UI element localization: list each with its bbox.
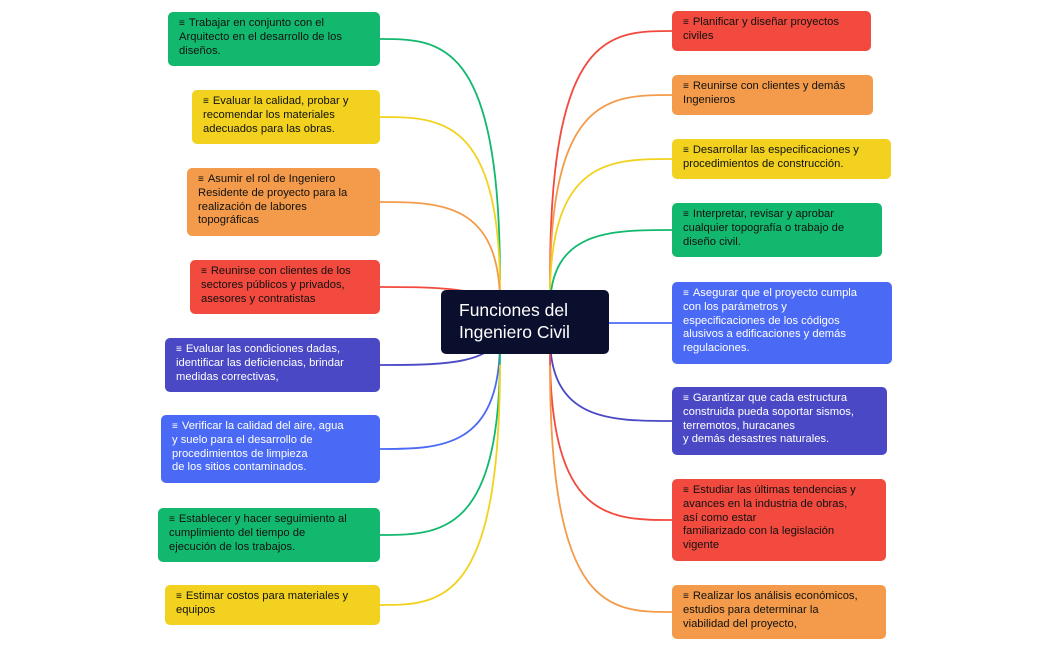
node-text: Interpretar, revisar y aprobar cualquier… [683, 208, 845, 248]
connector-line [549, 229, 673, 309]
list-marker-icon: ≡ [683, 145, 689, 156]
left-branch-node[interactable]: ≡Asumir el rol de Ingeniero Residente de… [187, 168, 380, 236]
list-marker-icon: ≡ [176, 344, 182, 355]
connector-line [379, 364, 501, 606]
list-marker-icon: ≡ [683, 288, 689, 299]
node-text: Evaluar la calidad, probar y recomendar … [203, 95, 349, 135]
connector-line [549, 94, 673, 288]
right-branch-node[interactable]: ≡Reunirse con clientes y demás Ingeniero… [672, 75, 873, 115]
left-branch-node[interactable]: ≡Verificar la calidad del aire, agua y s… [161, 415, 380, 483]
list-marker-icon: ≡ [683, 393, 689, 404]
left-branch-node[interactable]: ≡Reunirse con clientes de los sectores p… [190, 260, 380, 314]
node-text: Estimar costos para materiales y equipos [176, 590, 349, 616]
connector-line [549, 336, 673, 422]
list-marker-icon: ≡ [179, 18, 185, 29]
connector-line [379, 353, 501, 536]
node-text: Planificar y diseñar proyectos civiles [683, 16, 839, 42]
node-text: Realizar los análisis económicos, estudi… [683, 590, 858, 630]
node-text: Desarrollar las especificaciones y proce… [683, 144, 859, 170]
left-branch-node[interactable]: ≡Establecer y hacer seguimiento al cumpl… [158, 508, 380, 562]
connector-line [379, 201, 501, 305]
list-marker-icon: ≡ [683, 209, 689, 220]
right-branch-node[interactable]: ≡Garantizar que cada estructura construi… [672, 387, 887, 455]
node-text: Trabajar en conjunto con el Arquitecto e… [179, 17, 342, 57]
left-branch-node[interactable]: ≡Evaluar la calidad, probar y recomendar… [192, 90, 380, 144]
right-branch-node[interactable]: ≡Estudiar las últimas tendencias y avanc… [672, 479, 886, 561]
connector-line [549, 365, 673, 613]
right-branch-node[interactable]: ≡Desarrollar las especificaciones y proc… [672, 139, 891, 179]
right-branch-node[interactable]: ≡Realizar los análisis económicos, estud… [672, 585, 886, 639]
list-marker-icon: ≡ [172, 421, 178, 432]
connector-line [379, 116, 501, 292]
connector-line [379, 341, 501, 450]
right-branch-node[interactable]: ≡Planificar y diseñar proyectos civiles [672, 11, 871, 51]
list-marker-icon: ≡ [683, 17, 689, 28]
list-marker-icon: ≡ [683, 591, 689, 602]
node-text: Garantizar que cada estructura construid… [683, 392, 855, 446]
list-marker-icon: ≡ [198, 174, 204, 185]
right-branch-node[interactable]: ≡Interpretar, revisar y aprobar cualquie… [672, 203, 882, 257]
left-branch-node[interactable]: ≡Trabajar en conjunto con el Arquitecto … [168, 12, 380, 66]
list-marker-icon: ≡ [683, 485, 689, 496]
left-branch-node[interactable]: ≡Estimar costos para materiales y equipo… [165, 585, 380, 625]
node-text: Reunirse con clientes y demás Ingenieros [683, 80, 846, 106]
connector-line [379, 38, 501, 280]
node-text: Asegurar que el proyecto cumpla con los … [683, 287, 858, 355]
connector-line [549, 158, 673, 298]
list-marker-icon: ≡ [683, 81, 689, 92]
central-topic[interactable]: Funciones del Ingeniero Civil [441, 290, 609, 354]
list-marker-icon: ≡ [203, 96, 209, 107]
list-marker-icon: ≡ [176, 591, 182, 602]
node-text: Evaluar las condiciones dadas, identific… [176, 343, 344, 383]
connector-line [549, 351, 673, 521]
node-text: Establecer y hacer seguimiento al cumpli… [169, 513, 347, 553]
node-text: Estudiar las últimas tendencias y avance… [683, 484, 856, 552]
node-text: Verificar la calidad del aire, agua y su… [172, 420, 344, 474]
left-branch-node[interactable]: ≡Evaluar las condiciones dadas, identifi… [165, 338, 380, 392]
node-text: Reunirse con clientes de los sectores pú… [201, 265, 351, 305]
list-marker-icon: ≡ [169, 514, 175, 525]
list-marker-icon: ≡ [201, 266, 207, 277]
node-text: Asumir el rol de Ingeniero Residente de … [198, 173, 348, 227]
right-branch-node[interactable]: ≡Asegurar que el proyecto cumpla con los… [672, 282, 892, 364]
connector-line [549, 30, 673, 279]
